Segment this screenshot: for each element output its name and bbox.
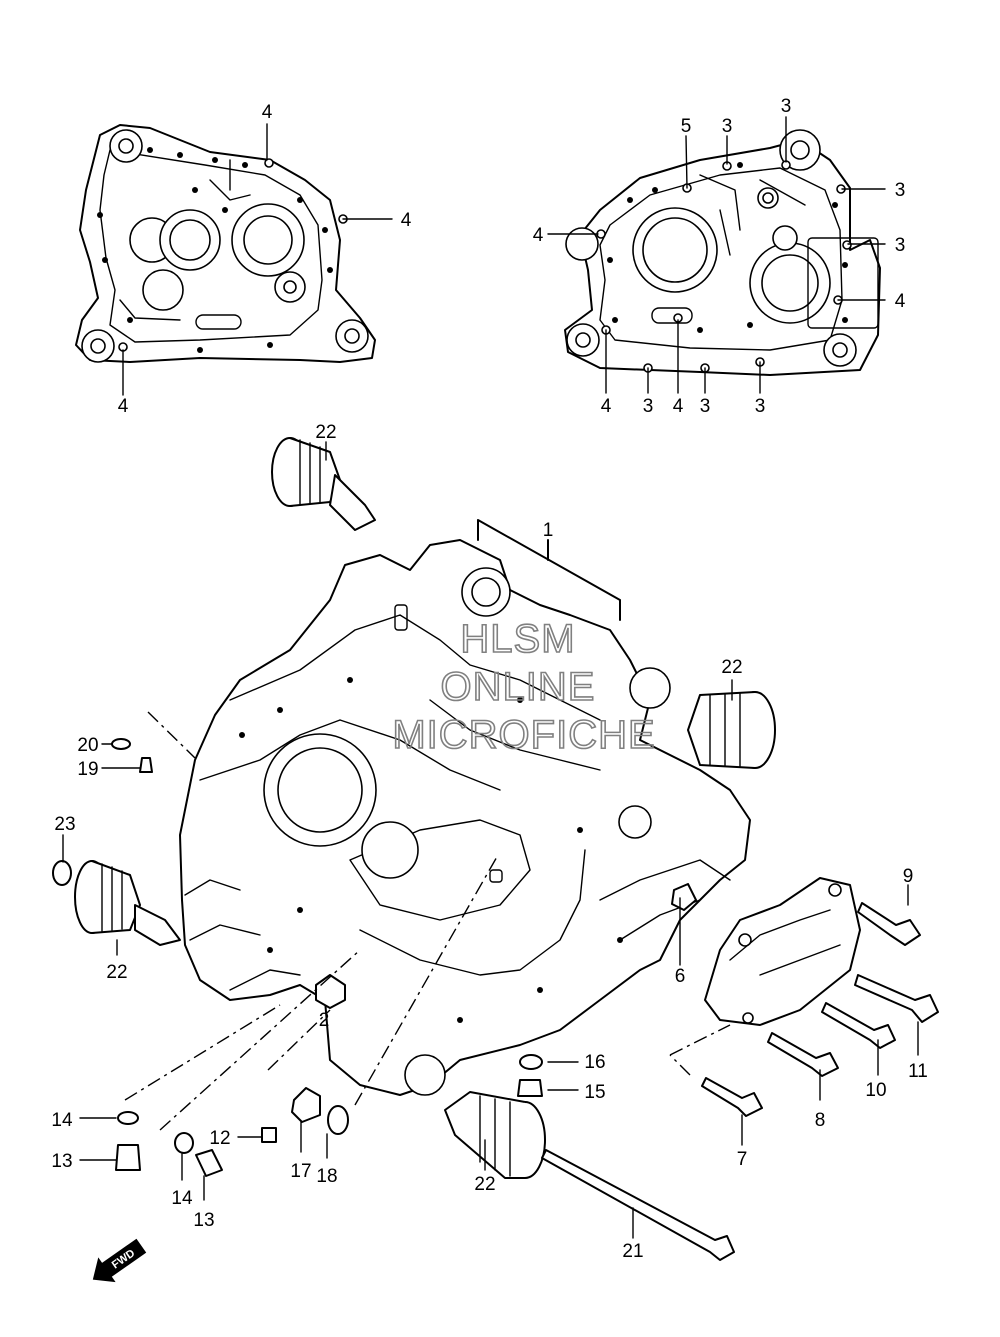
callout-label: 3 — [755, 396, 766, 417]
small-parts — [52, 738, 939, 1261]
callout-label: 23 — [54, 814, 75, 835]
callout-label: 3 — [643, 396, 654, 417]
callout-label: 4 — [118, 396, 129, 417]
callout-label: 7 — [737, 1149, 748, 1170]
filter-element-right — [687, 691, 776, 769]
filter-element-left — [74, 860, 181, 946]
right-crankcase-half — [564, 129, 881, 376]
callout-label: 4 — [673, 396, 684, 417]
watermark-line2: ONLINE — [441, 665, 596, 709]
left-crankcase-half — [75, 124, 376, 363]
callout-label: 15 — [584, 1082, 605, 1103]
crankcase-assembly — [179, 539, 751, 1096]
callout-label: 12 — [209, 1128, 230, 1149]
callout-label: 22 — [106, 962, 127, 983]
callout-label: 22 — [474, 1174, 495, 1195]
side-cover — [704, 877, 861, 1026]
callout-label: 18 — [316, 1166, 337, 1187]
leader-lines — [62, 116, 919, 1239]
callout-label: 4 — [262, 102, 273, 123]
callout-label: 6 — [675, 966, 686, 987]
callout-label: 2 — [319, 1010, 330, 1031]
callout-label: 20 — [77, 735, 98, 756]
callout-label: 3 — [895, 180, 906, 201]
callout-label: 13 — [51, 1151, 72, 1172]
callout-label: 4 — [601, 396, 612, 417]
callout-label: 10 — [865, 1080, 886, 1101]
callout-label: 22 — [315, 422, 336, 443]
callout-label: 4 — [895, 291, 906, 312]
callout-label: 14 — [171, 1188, 193, 1209]
callout-label: 4 — [401, 210, 412, 231]
callout-label: 3 — [895, 235, 906, 256]
callout-label: 1 — [543, 520, 554, 541]
callout-label: 3 — [722, 116, 733, 137]
filter-element-top — [271, 437, 376, 531]
callout-label: 5 — [681, 116, 692, 137]
callout-label: 22 — [721, 657, 742, 678]
callout-label: 9 — [903, 866, 914, 887]
callout-label: 4 — [533, 225, 544, 246]
callout-label: 3 — [700, 396, 711, 417]
callout-label: 19 — [77, 759, 98, 780]
callout-label: 16 — [584, 1052, 605, 1073]
callout-label: 21 — [622, 1241, 643, 1262]
watermark-line3: MICROFICHE — [392, 713, 655, 757]
callout-label: 11 — [908, 1061, 928, 1082]
watermark: HLSM ONLINE MICROFICHE — [392, 616, 656, 758]
fwd-arrow-icon: FWD — [92, 1238, 147, 1283]
callout-label: 8 — [815, 1110, 826, 1131]
filter-element-bottom — [444, 1091, 546, 1179]
callout-label: 14 — [51, 1110, 73, 1131]
callout-label: 13 — [193, 1210, 214, 1231]
callout-label: 3 — [781, 96, 792, 117]
callout-label: 17 — [290, 1161, 311, 1182]
watermark-line1: HLSM — [460, 617, 575, 661]
